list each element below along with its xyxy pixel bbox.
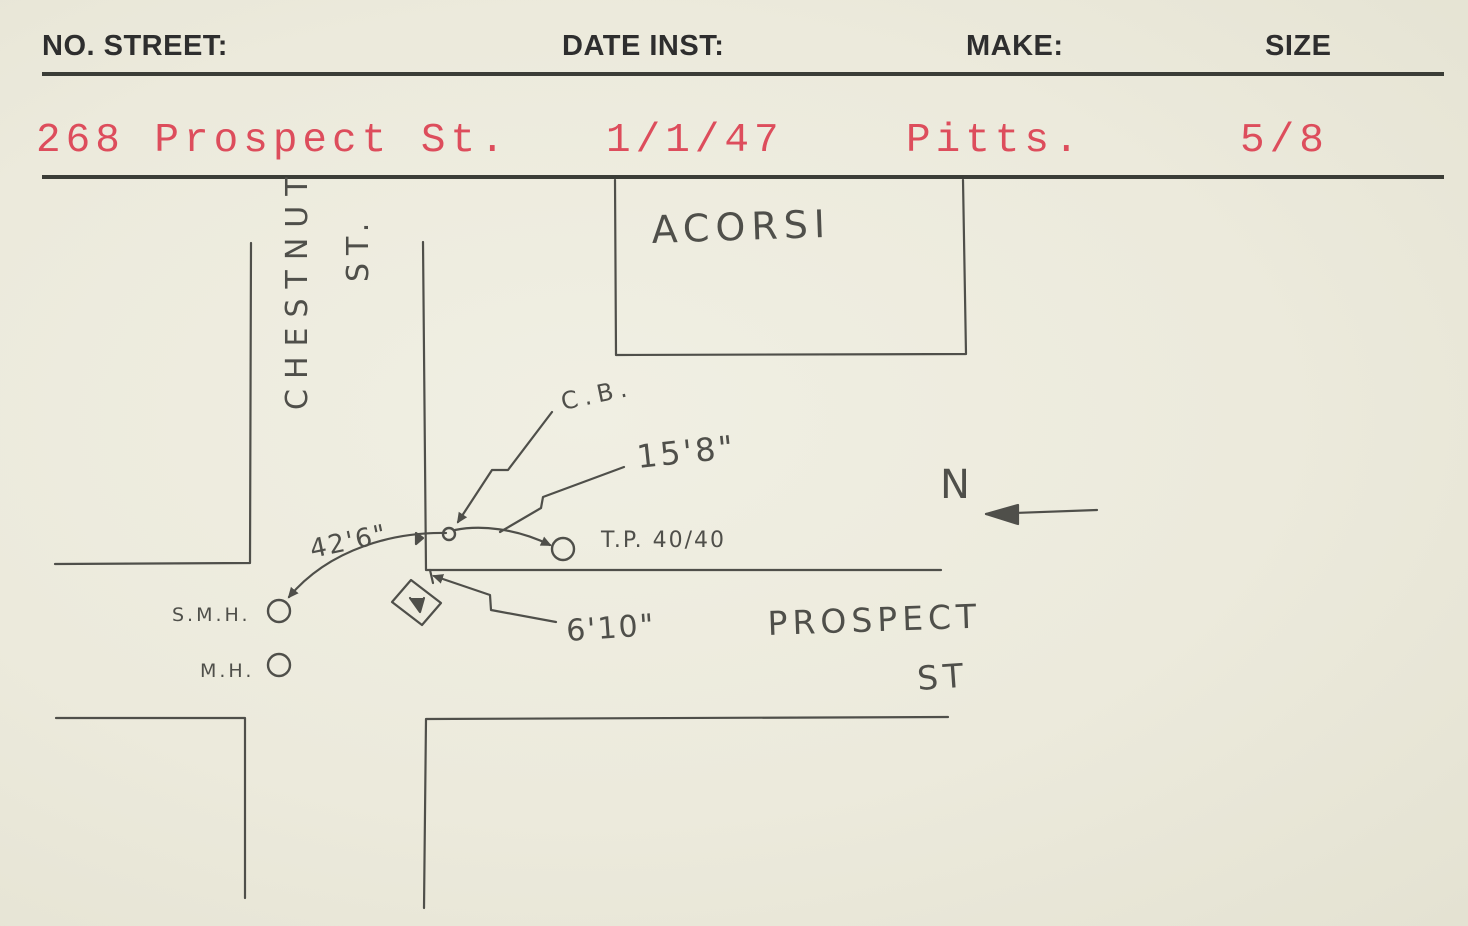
- curb-box-arrow: [408, 596, 426, 614]
- date-installed-value: 1/1/47: [606, 118, 784, 164]
- smh-circle: [266, 598, 292, 624]
- no-street-label: NO. STREET:: [42, 30, 228, 62]
- acorsi-building-outline: [613, 178, 968, 357]
- leader-cb: [456, 410, 554, 524]
- size-value: 5/8: [1240, 118, 1329, 164]
- leader-6-10: [432, 574, 558, 624]
- chestnut-west-curb-north: [53, 241, 253, 566]
- tp-hydrant-circle: [550, 536, 576, 562]
- chestnut-east-curb-north: [421, 240, 943, 572]
- mh-label: M.H.: [200, 660, 254, 682]
- cb-label: C.B.: [558, 373, 635, 415]
- record-rule: [42, 175, 1444, 179]
- chestnut-west-curb-south: [54, 716, 247, 900]
- dist-15-8-label: 15'8": [635, 428, 738, 476]
- make-value: Pitts.: [906, 118, 1084, 164]
- cb-valve-circle: [441, 526, 457, 542]
- north-arrow-head: [984, 503, 1020, 526]
- arc-to-tp: [453, 526, 552, 547]
- header-rule: [42, 72, 1444, 76]
- size-label: SIZE: [1265, 30, 1332, 62]
- dist-42-6-label: 42'6": [307, 519, 390, 565]
- curb-box-symbol: [390, 578, 443, 627]
- corner-marker: [414, 531, 425, 546]
- prospect-label: PROSPECT: [767, 597, 982, 643]
- dist-6-10-label: 6'10": [565, 608, 657, 649]
- date-inst-label: DATE INST:: [562, 30, 725, 62]
- smh-label: S.M.H.: [172, 604, 251, 626]
- arc-to-smh: [287, 531, 448, 599]
- tp-label: T.P. 40/40: [600, 528, 726, 553]
- chestnut-east-curb-south: [422, 715, 950, 910]
- prospect-st-label: ST: [916, 656, 970, 698]
- leader-15-8: [498, 465, 626, 534]
- line-to-box: [428, 568, 435, 585]
- address-value: 268 Prospect St.: [36, 118, 510, 164]
- chestnut-st-label: ST.: [341, 215, 376, 282]
- acorsi-label: ACORSI: [651, 202, 832, 252]
- make-label: MAKE:: [966, 30, 1064, 62]
- chestnut-label: CHESTNUT: [280, 167, 315, 410]
- north-label: N: [940, 462, 970, 508]
- mh-circle: [266, 652, 292, 678]
